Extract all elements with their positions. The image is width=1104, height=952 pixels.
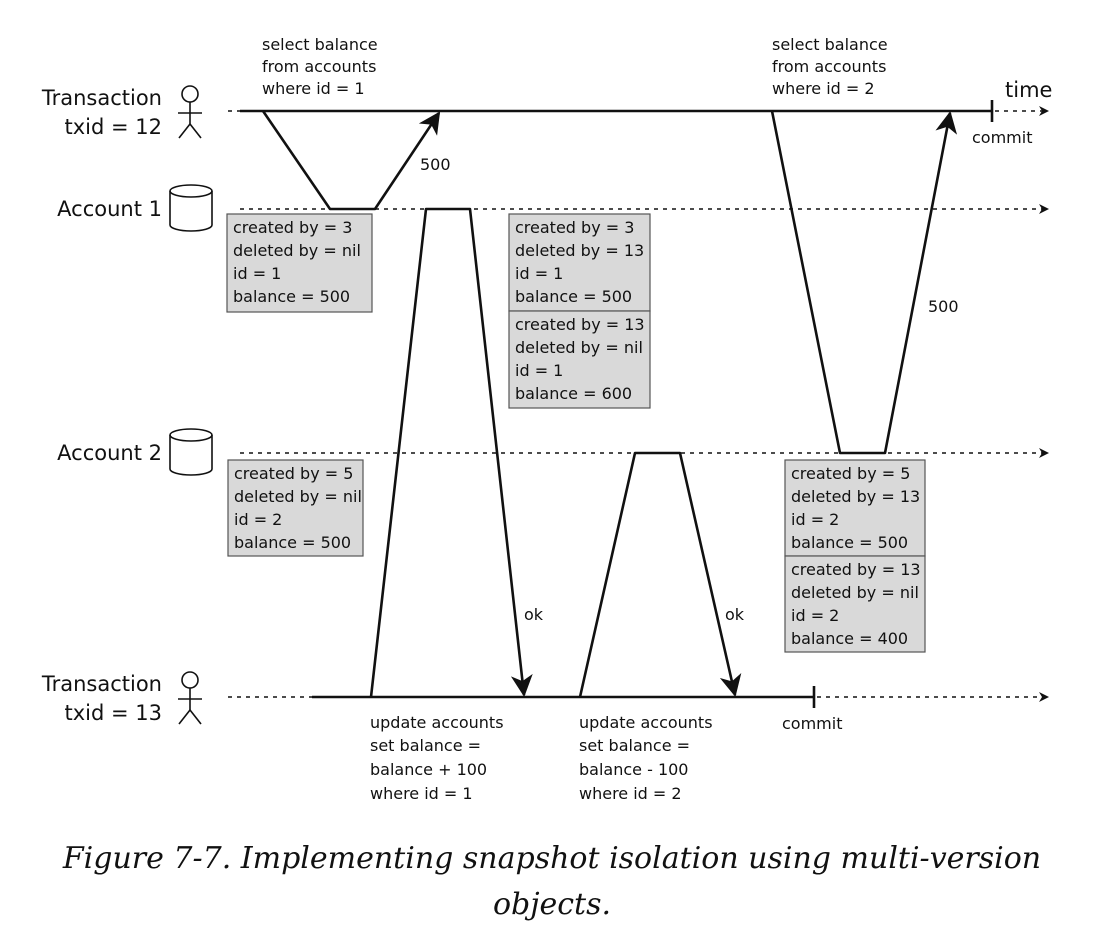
version-box-account-1-v3: created by = 13 deleted by = nil id = 1 … — [508, 310, 651, 409]
svg-text:where id = 2: where id = 2 — [579, 784, 682, 803]
svg-text:deleted by = nil: deleted by = nil — [234, 487, 362, 506]
svg-text:select balance: select balance — [772, 35, 888, 54]
lane-tx12-line2: txid = 12 — [65, 115, 163, 139]
svg-text:set balance =: set balance = — [579, 736, 690, 755]
arrow-tx12-read-account-1 — [261, 110, 441, 211]
response-ok-account-1: ok — [524, 605, 544, 624]
database-icon — [169, 428, 213, 476]
svg-text:balance = 500: balance = 500 — [233, 287, 350, 306]
query-update-id-1: update accounts set balance = balance + … — [370, 713, 504, 803]
database-icon — [169, 184, 213, 232]
svg-text:from accounts: from accounts — [772, 57, 886, 76]
version-box-account-1-v2: created by = 3 deleted by = 13 id = 1 ba… — [508, 213, 651, 312]
svg-text:id = 1: id = 1 — [515, 264, 563, 283]
response-500-account-2: 500 — [928, 297, 959, 316]
arrow-tx13-update-account-2 — [578, 451, 742, 698]
svg-text:balance = 500: balance = 500 — [791, 533, 908, 552]
timeline-tx13 — [228, 686, 1049, 708]
svg-text:where id = 1: where id = 1 — [370, 784, 473, 803]
svg-text:balance = 400: balance = 400 — [791, 629, 908, 648]
svg-text:id = 1: id = 1 — [233, 264, 281, 283]
lane-account-2-label: Account 2 — [57, 441, 162, 465]
timeline-tx12 — [228, 100, 1049, 122]
svg-text:deleted by = 13: deleted by = 13 — [515, 241, 644, 260]
svg-text:where id = 2: where id = 2 — [772, 79, 875, 98]
svg-text:created by = 5: created by = 5 — [234, 464, 353, 483]
version-box-account-1-v1: created by = 3 deleted by = nil id = 1 b… — [226, 213, 373, 313]
figure-caption: Figure 7-7. Implementing snapshot isolat… — [0, 836, 1104, 928]
person-icon — [178, 671, 202, 725]
svg-text:balance = 600: balance = 600 — [515, 384, 632, 403]
svg-text:created by = 5: created by = 5 — [791, 464, 910, 483]
svg-text:id = 2: id = 2 — [791, 606, 839, 625]
svg-text:balance = 500: balance = 500 — [234, 533, 351, 552]
commit-label-tx13: commit — [782, 714, 842, 733]
lane-tx12-line1: Transaction — [41, 86, 162, 110]
svg-text:update accounts: update accounts — [370, 713, 504, 732]
person-icon — [178, 85, 202, 139]
svg-text:select balance: select balance — [262, 35, 378, 54]
query-select-id-1: select balance from accounts where id = … — [262, 35, 378, 98]
arrow-tx12-read-account-2 — [770, 110, 958, 455]
svg-text:balance + 100: balance + 100 — [370, 760, 487, 779]
svg-text:update accounts: update accounts — [579, 713, 713, 732]
lane-account-1-label: Account 1 — [57, 197, 162, 221]
response-ok-account-2: ok — [725, 605, 745, 624]
time-label: time — [1005, 78, 1052, 102]
lane-tx13-line2: txid = 13 — [65, 701, 163, 725]
svg-text:created by = 3: created by = 3 — [233, 218, 352, 237]
lane-tx13-line1: Transaction — [41, 672, 162, 696]
svg-text:id = 2: id = 2 — [234, 510, 282, 529]
commit-label-tx12: commit — [972, 128, 1032, 147]
svg-text:deleted by = nil: deleted by = nil — [233, 241, 361, 260]
svg-text:set balance =: set balance = — [370, 736, 481, 755]
svg-text:balance - 100: balance - 100 — [579, 760, 688, 779]
response-500-account-1: 500 — [420, 155, 451, 174]
svg-text:created by = 13: created by = 13 — [515, 315, 645, 334]
svg-text:deleted by = nil: deleted by = nil — [791, 583, 919, 602]
svg-text:id = 2: id = 2 — [791, 510, 839, 529]
version-box-account-2-v1: created by = 5 deleted by = nil id = 2 b… — [227, 459, 364, 557]
caption-line-1: Figure 7-7. Implementing snapshot isolat… — [62, 841, 1042, 876]
svg-text:balance = 500: balance = 500 — [515, 287, 632, 306]
svg-text:deleted by = nil: deleted by = nil — [515, 338, 643, 357]
svg-text:id = 1: id = 1 — [515, 361, 563, 380]
svg-text:where id = 1: where id = 1 — [262, 79, 365, 98]
version-box-account-2-v3: created by = 13 deleted by = nil id = 2 … — [784, 555, 926, 653]
version-box-account-2-v2: created by = 5 deleted by = 13 id = 2 ba… — [784, 459, 926, 557]
query-select-id-2: select balance from accounts where id = … — [772, 35, 888, 98]
arrow-tx13-update-account-1 — [369, 207, 533, 698]
query-update-id-2: update accounts set balance = balance - … — [579, 713, 713, 803]
svg-text:created by = 3: created by = 3 — [515, 218, 634, 237]
caption-line-2: objects. — [492, 887, 612, 922]
svg-text:deleted by = 13: deleted by = 13 — [791, 487, 920, 506]
svg-text:created by = 13: created by = 13 — [791, 560, 921, 579]
svg-text:from accounts: from accounts — [262, 57, 376, 76]
